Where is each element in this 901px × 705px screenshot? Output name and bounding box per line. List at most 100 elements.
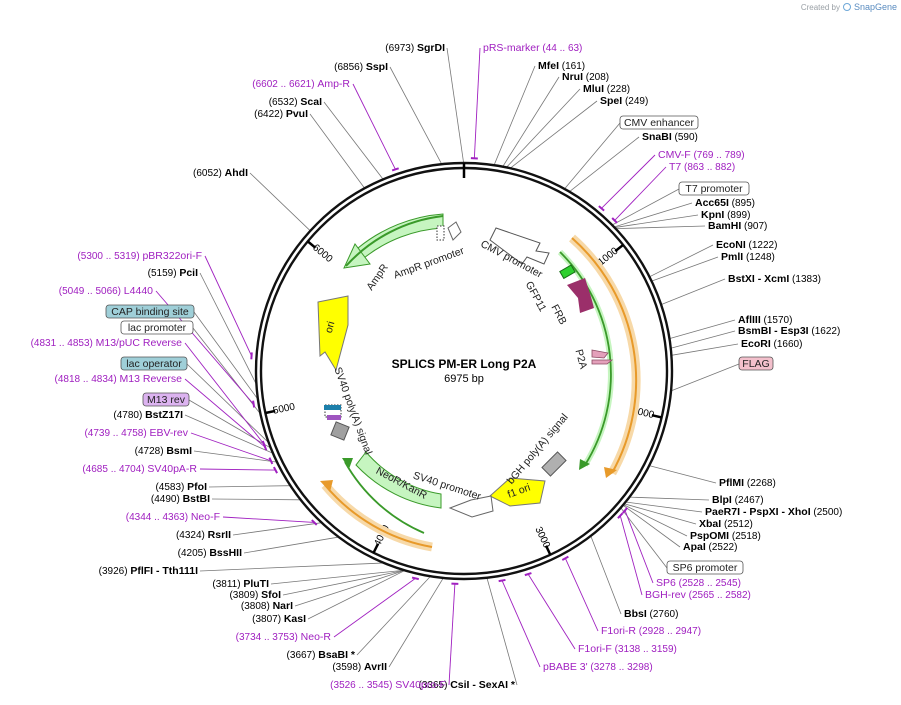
boxed-label-flag: FLAG	[742, 358, 769, 370]
site-label-CsiI: (3365) CsiI - SexAI *	[419, 679, 516, 691]
tick-1000	[614, 243, 624, 253]
site-position: (1570)	[761, 315, 793, 326]
tick-label-5000: 5000	[272, 401, 296, 416]
primer-range: (3278 .. 3298)	[588, 662, 653, 673]
site-position: (1383)	[789, 274, 821, 285]
leader-PflMI	[649, 465, 717, 484]
primer-leader-2	[601, 154, 656, 209]
leader-XbaI	[624, 503, 697, 525]
leader-ScaI	[323, 101, 384, 180]
site-position: (2518)	[729, 531, 761, 542]
orange-arc-right-line	[571, 237, 638, 474]
gfp11-feature	[559, 264, 576, 280]
primer-label-Neo-F: (4344 .. 4363) Neo-F	[126, 511, 220, 523]
site-position: (1222)	[746, 240, 778, 251]
primer-leader-6	[184, 342, 265, 445]
primer-label-EBV-rev: (4739 .. 4758) EBV-rev	[84, 427, 188, 439]
site-enzyme: BstXI - XcmI	[728, 273, 789, 285]
primer-leader-lines	[155, 47, 667, 686]
site-enzyme: NruI	[562, 71, 583, 83]
site-label-BsmI: (4728) BsmI	[135, 445, 192, 457]
site-enzyme: CsiI - SexAI *	[450, 679, 516, 691]
primer-leader-10	[222, 516, 315, 523]
primer-label-CMV-F: CMV-F (769 .. 789)	[658, 149, 745, 161]
leader-PfoI	[208, 485, 291, 488]
cmv-promoter-arrow	[489, 227, 550, 265]
site-position: (228)	[604, 84, 630, 95]
boxed-label-t7-promoter: T7 promoter	[685, 183, 743, 195]
site-enzyme: PmlI	[721, 251, 743, 263]
primer-range: (863 .. 882)	[681, 162, 735, 173]
site-label-BamHI: BamHI (907)	[708, 220, 767, 232]
boxed-leader-4	[193, 311, 259, 400]
primer-leader-3	[614, 166, 667, 221]
site-label-PmlI: PmlI (1248)	[721, 251, 775, 263]
site-label-PciI: (5159) PciI	[148, 267, 198, 279]
site-enzyme: PflFI - Tth111I	[130, 565, 198, 577]
primer-name: pRS-marker	[483, 42, 540, 54]
orange-arc-right-arrow	[604, 467, 617, 478]
site-enzyme: PfoI	[187, 481, 207, 493]
primer-mark-16	[524, 572, 532, 577]
boxed-label-box-6	[120, 356, 188, 371]
site-enzyme: BamHI	[708, 220, 741, 232]
site-position: (4728)	[135, 446, 167, 457]
leader-BlpI	[629, 496, 710, 501]
green-arc-right-arrow	[579, 459, 590, 470]
primer-name: SV40pA-R	[147, 463, 197, 475]
green-arc-left-arrow	[342, 458, 353, 469]
site-position: (2268)	[744, 478, 776, 489]
leader-BstBI	[211, 498, 301, 501]
primer-label-SP6: SP6 (2528 .. 2545)	[656, 577, 741, 589]
boxed-leader-3	[620, 507, 668, 569]
primer-mark-10	[311, 519, 318, 526]
site-position: (590)	[672, 132, 698, 143]
site-enzyme: BbsI	[624, 608, 647, 620]
site-enzyme: MfeI	[538, 60, 559, 72]
site-enzyme: ScaI	[300, 96, 322, 108]
primer-range: (769 .. 789)	[691, 150, 745, 161]
site-label-SpeI: SpeI (249)	[600, 95, 648, 107]
primer-range: (6602 .. 6621)	[252, 79, 317, 90]
primer-name: SP6	[656, 577, 676, 589]
snapgene-brand: SnapGene	[853, 2, 897, 12]
site-enzyme: KpnI	[701, 209, 724, 221]
site-label-EcoNI: EcoNI (1222)	[716, 239, 777, 251]
primer-mark-2	[598, 205, 605, 212]
leader-Acc65I	[613, 202, 693, 228]
green-arc-left-line	[344, 461, 425, 534]
leader-BsmBI	[670, 330, 736, 349]
leader-NruI	[502, 76, 560, 167]
primer-name: Neo-R	[301, 631, 332, 643]
site-label-BbsI: BbsI (2760)	[624, 608, 678, 620]
boxed-label-box-2	[738, 356, 774, 371]
primer-range: (2565 .. 2582)	[686, 590, 751, 601]
leader-MluI	[506, 88, 581, 168]
boxed-label-sp6-promoter: SP6 promoter	[673, 562, 738, 574]
leader-CsiI	[486, 577, 518, 686]
site-label-BssHII: (4205) BssHII	[178, 547, 242, 559]
primer-leader-17	[501, 580, 541, 668]
site-label-AhdI: (6052) AhdI	[193, 167, 248, 179]
tick-2000	[651, 413, 662, 419]
boxed-label-cap-binding-site: CAP binding site	[111, 306, 189, 318]
primer-name: L4440	[124, 285, 153, 297]
primer-range: (3138 .. 3159)	[612, 644, 677, 655]
site-enzyme: SpeI	[600, 95, 622, 107]
leader-SfoI	[282, 569, 405, 596]
feature-label-gfp11: GFP11	[523, 279, 549, 313]
site-position: (3926)	[99, 566, 131, 577]
feature-label-ampr: AmpR	[364, 262, 391, 293]
site-position: (3811)	[212, 579, 243, 590]
site-enzyme: EcoRI	[741, 338, 771, 350]
flag-feature-mark	[591, 359, 614, 365]
plasmid-size: 6975 bp	[444, 373, 484, 385]
ori-feature	[317, 295, 349, 372]
leader-KpnI	[614, 214, 699, 228]
primer-label-pBR322ori-F: (5300 .. 5319) pBR322ori-F	[77, 250, 202, 262]
site-enzyme: SnaBI	[642, 131, 672, 143]
feature-label-bgh-poly-a-signal: bGH poly(A) signal	[505, 411, 571, 486]
site-label-BsaBI: (3667) BsaBI *	[287, 649, 356, 661]
site-label-PflMI: PflMI (2268)	[719, 477, 776, 489]
site-enzyme: AflIII	[738, 314, 761, 326]
